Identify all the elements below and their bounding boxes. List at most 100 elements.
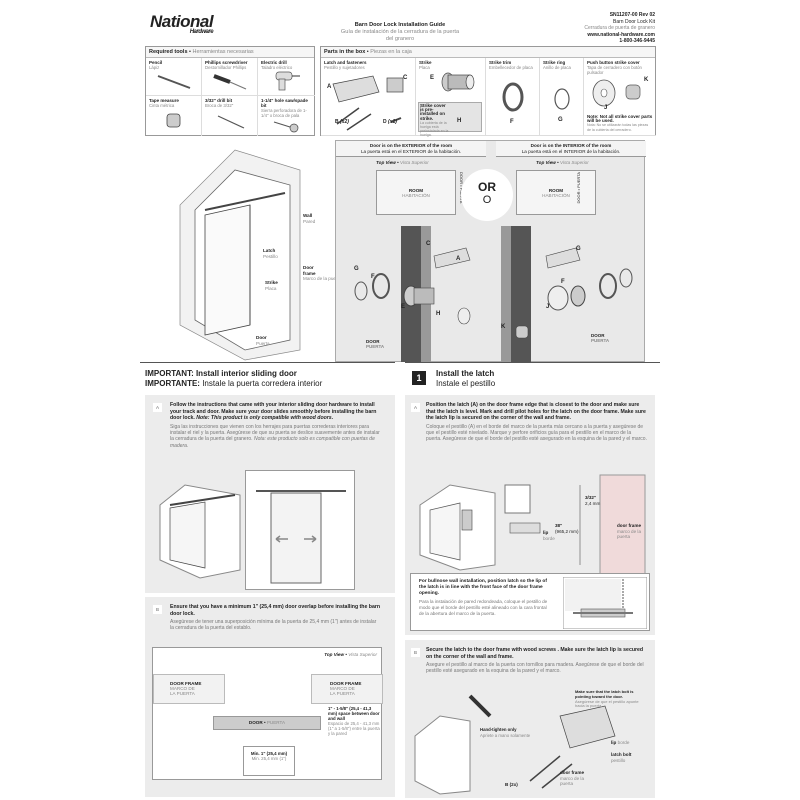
b-bold: minimum <box>228 604 252 610</box>
step-letter: A <box>153 403 162 412</box>
bit-label: 3/32"2,4 mm <box>585 495 600 506</box>
parts-note: Note: Not all strike cover parts will be… <box>587 114 653 132</box>
frame-int <box>501 226 511 362</box>
drill-bit-icon <box>217 115 245 129</box>
door-install-illustration <box>159 484 241 579</box>
diag-h: H <box>436 311 441 317</box>
top-view-ext: Top View • Vista Superior <box>376 160 429 165</box>
hole-saw-icon <box>273 121 299 133</box>
label-a: A <box>327 84 332 90</box>
latch-en: Latch <box>263 248 276 253</box>
tools-title-es: Herramientas necesarias <box>192 49 254 55</box>
a-es: Siga las instrucciones que vienen con lo… <box>170 423 380 443</box>
df: DOOR FRAME <box>330 681 362 686</box>
exploded-parts-diagram <box>354 247 633 339</box>
part-name-es: Anillo de placa <box>543 65 571 70</box>
secure-latch-illustration <box>414 694 616 795</box>
space-es: Espacio de 25,4 - 41,3 mm (1" a 1-5/8") … <box>328 721 380 736</box>
tool-name-es: Taladro eléctrico <box>261 65 293 70</box>
tool-name-es: Lápiz <box>149 65 160 70</box>
imp-title-es: IMPORTANTE: <box>145 378 200 388</box>
strike-es: Placa <box>265 285 277 291</box>
door-es: PUERTA <box>266 720 286 725</box>
label-c: C <box>403 75 408 81</box>
step1-a: A Position the latch (A) on the door fra… <box>405 395 655 635</box>
step-letter: A <box>411 403 420 412</box>
room: ROOM <box>408 188 424 193</box>
latch-parts-icon <box>332 75 404 131</box>
b-text: Secure the latch to the door frame with … <box>426 647 644 660</box>
step-b-text: Ensure that you have a minimum 1" (25,4 … <box>170 604 380 632</box>
part-name: Push button strike cover <box>587 60 640 65</box>
note-es: Asegúrese de que el pestillo apunte haci… <box>575 698 639 709</box>
strike-note-es: La cubierta de la huelga está preinstala… <box>420 120 449 138</box>
label-g: G <box>558 117 563 123</box>
s1-title-es: Instale el pestillo <box>436 378 496 388</box>
tool-name: Electric drill <box>261 60 287 65</box>
df: door frame <box>617 523 641 528</box>
door-es: PUERTA <box>591 338 610 343</box>
step-number: 1 <box>412 371 426 385</box>
height-mm: (965,2 mm) <box>555 528 579 534</box>
wall-en: Wall <box>303 213 313 218</box>
drill-icon <box>275 71 300 91</box>
min-es: Min. 25,4 mm (1") <box>251 756 287 762</box>
bullnose: For bullnose wall installation, position… <box>419 579 547 596</box>
room-es: HABITACIÓN <box>402 193 430 198</box>
part-name: Latch and fasteners <box>324 60 367 65</box>
diag-c: C <box>426 241 431 247</box>
bit: 3/32" <box>585 495 597 500</box>
min-overlap-box: Min. 1" (25,4 mm)Min. 25,4 mm (1") <box>243 746 295 776</box>
label-h: H <box>457 118 462 124</box>
bullnose-text: For bullnose wall installation, position… <box>419 579 549 616</box>
top-view-int: Top View • Vista Superior <box>536 160 589 165</box>
parts-title: Parts in the box <box>324 49 366 55</box>
logo-sub: Hardware <box>189 29 214 35</box>
step1-b: B Secure the latch to the door frame wit… <box>405 640 655 798</box>
ext-es: La puerta está en el EXTERIOR de la habi… <box>360 149 462 154</box>
df-es1: MARCO DE <box>170 686 195 692</box>
step1-a-text: Position the latch (A) on the door frame… <box>426 402 648 443</box>
lb: latch bolt <box>611 752 632 757</box>
part-name: Strike ring <box>543 60 566 65</box>
top-view: Top View • Vista Superior <box>324 652 377 657</box>
step1-b-text: Secure the latch to the door frame with … <box>426 647 648 675</box>
or-en: OR <box>478 180 496 194</box>
door: DOOR <box>248 720 263 725</box>
parts-title-es: Piezas en la caja <box>370 49 412 55</box>
door-es: Puerta <box>256 340 270 346</box>
s1-title: Install the latch <box>436 369 495 378</box>
part-name: Strike <box>419 60 432 65</box>
note: Make sure that the latch bolt is pointin… <box>575 689 634 699</box>
door: DOOR <box>366 339 380 344</box>
important-step-b: B Ensure that you have a minimum 1" (25,… <box>145 597 395 797</box>
wall-es: Pared <box>303 218 316 224</box>
phone: 1-800-346-9445 <box>619 38 655 45</box>
tv-es: Vista Superior <box>348 652 377 657</box>
part-name-es: Embellecedor de placa <box>489 65 533 70</box>
tool-name: 1-1/4" hole saw/spade bit <box>261 98 308 108</box>
lip-es: borde <box>617 740 630 745</box>
hand-es: Apriete a mano solamente <box>480 732 531 738</box>
b: B <box>505 782 509 787</box>
lip: lip <box>611 740 617 745</box>
diag-k: K <box>501 324 506 330</box>
screwdriver-icon <box>213 74 247 90</box>
